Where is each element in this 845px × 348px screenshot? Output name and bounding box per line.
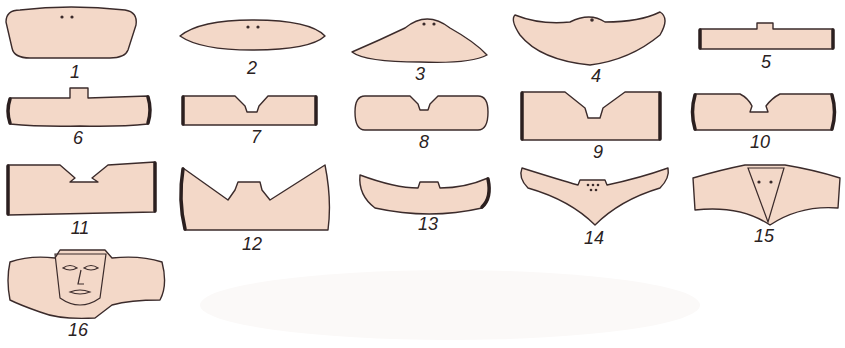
worn-end <box>183 97 316 124</box>
callout-number: 14 <box>584 228 604 248</box>
paper-smudge <box>200 270 700 340</box>
drill-hole <box>587 184 590 187</box>
artifact-outline <box>180 20 325 50</box>
worn-end <box>181 169 185 229</box>
drill-hole <box>256 25 259 28</box>
artifact-outline <box>693 165 840 225</box>
worn-end <box>693 95 835 129</box>
callout-number: 2 <box>247 58 257 78</box>
face-outline <box>748 168 784 222</box>
worn-end <box>482 179 489 207</box>
drill-hole <box>590 18 594 22</box>
artifact-outline <box>352 19 487 62</box>
artifact-outline <box>8 250 165 318</box>
callout-number: 10 <box>750 132 770 152</box>
callout-number: 7 <box>251 127 261 147</box>
face-nose <box>78 270 84 284</box>
callout-number: 9 <box>593 142 603 162</box>
callout-number: 1 <box>70 62 80 82</box>
drill-hole <box>590 189 593 192</box>
drill-hole <box>595 189 598 192</box>
worn-end <box>700 30 833 48</box>
artifact-outline <box>700 23 833 49</box>
drill-hole <box>246 25 249 28</box>
drill-hole <box>422 22 425 25</box>
callout-number: 8 <box>419 132 429 152</box>
callout-number: 5 <box>761 52 771 72</box>
worn-end <box>8 97 150 123</box>
face-outline <box>55 254 106 305</box>
callout-number: 11 <box>71 218 90 238</box>
drill-hole <box>70 15 73 18</box>
callout-number: 13 <box>418 214 438 234</box>
callout-number: 16 <box>68 320 88 340</box>
drill-hole <box>60 15 63 18</box>
artifact-outline <box>355 96 488 130</box>
drill-hole <box>432 22 435 25</box>
artifact-outline <box>8 88 150 126</box>
artifact-outline <box>521 168 668 225</box>
artifact-outline <box>522 92 660 140</box>
drill-hole <box>592 184 595 187</box>
artifact-outline <box>6 7 136 58</box>
artifact-outline <box>183 96 316 125</box>
worn-end <box>8 163 155 214</box>
face-eye <box>84 266 98 271</box>
callout-number: 6 <box>73 128 83 148</box>
artifact-outline <box>360 175 489 214</box>
callout-number: 15 <box>754 226 774 246</box>
callout-number: 12 <box>242 234 262 254</box>
callout-number: 4 <box>591 66 601 86</box>
artifact-outline <box>8 162 155 215</box>
drill-hole <box>769 180 772 183</box>
drill-hole <box>757 180 760 183</box>
face-mouth <box>70 290 90 294</box>
callout-number: 3 <box>415 64 425 84</box>
artifact-outline <box>181 165 330 230</box>
drill-hole <box>597 184 600 187</box>
face-eye <box>63 266 77 271</box>
worn-end <box>522 93 660 139</box>
artifact-outline <box>513 12 665 65</box>
artifact-outline <box>693 94 835 130</box>
